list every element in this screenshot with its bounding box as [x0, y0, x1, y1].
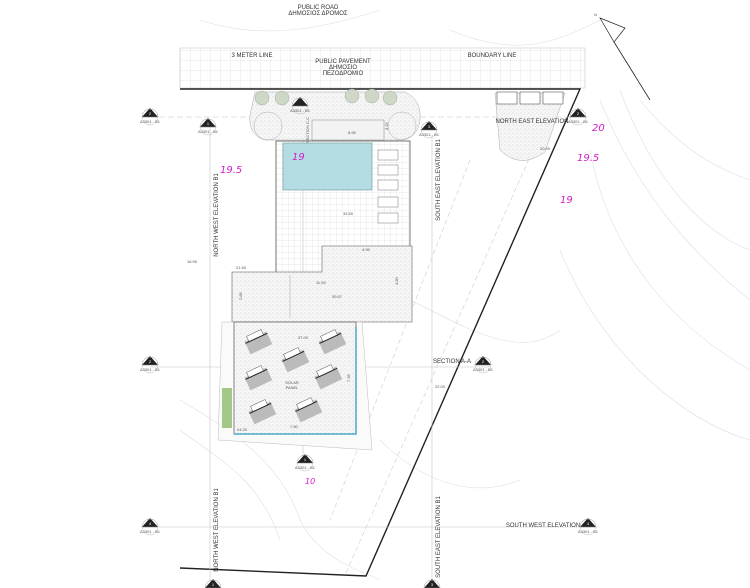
pavement-label: PUBLIC PAVEMENT [315, 59, 371, 65]
svg-text:A3301 - B1: A3301 - B1 [140, 529, 161, 534]
north-west-elevation-label-top: NORTH WEST ELEVATION B1 [214, 173, 220, 257]
svg-text:A3301 - B1: A3301 - B1 [473, 367, 494, 372]
level-mark: 20.00 [540, 146, 551, 151]
dimension: 7.50 [290, 424, 299, 429]
north-east-garden [494, 92, 566, 161]
south-east-elevation-label-bottom: SOUTH EAST ELEVATION B1 [436, 496, 442, 578]
dimension: 11.50 [316, 280, 326, 285]
svg-text:1: 1 [207, 121, 210, 126]
dimension: 7.35 [346, 373, 351, 382]
section-c-c-label: SECTION C-C [305, 117, 310, 143]
north-east-elevation-label: NORTH EAST ELEVATION [496, 119, 569, 125]
pavement-label-greek-2: ΠΕΖΟΔΡΟΜΙΟ [323, 71, 364, 77]
contour-label: 20 [592, 123, 605, 134]
level-mark: 33.50 [343, 211, 354, 216]
svg-text:3: 3 [428, 124, 431, 129]
svg-text:A3301 - B1: A3301 - B1 [578, 529, 599, 534]
dimension: 3.15 [384, 121, 389, 130]
contour-label: 19 [292, 152, 305, 163]
dimension: 8.95 [348, 130, 357, 135]
dimension: 4.80 [394, 276, 399, 285]
level-mark: 37.00 [298, 335, 309, 340]
level-mark: 24.20 [237, 427, 248, 432]
svg-text:A3301 - B1: A3301 - B1 [568, 119, 589, 124]
public-road-label: PUBLIC ROAD [298, 5, 339, 11]
svg-text:A3301 - B1: A3301 - B1 [419, 132, 440, 137]
public-pavement [179, 47, 586, 89]
contour-label: 19.5 [577, 153, 599, 164]
svg-text:4: 4 [587, 521, 590, 526]
contour-label: 10 [305, 477, 315, 486]
contour-label: 19.5 [220, 165, 242, 176]
north-label: N [594, 12, 597, 17]
section-marker[interactable]: A3301 - B1 [290, 96, 311, 115]
solar-panel-label-2: PANEL [286, 385, 300, 390]
section-a-a-label: SECTION A-A [433, 359, 471, 365]
svg-text:4: 4 [149, 521, 152, 526]
dimension: 2.85 [238, 291, 243, 300]
south-west-elevation-label: SOUTH WEST ELEVATION [506, 523, 580, 529]
public-road-label-greek: ΔΗΜΟΣΙΟΣ ΔΡΟΜΟΣ [288, 11, 347, 17]
planter [222, 388, 232, 428]
north-arrow: N [594, 12, 651, 101]
dimension: 4.95 [362, 247, 371, 252]
boundary-line-label: BOUNDARY LINE [468, 53, 517, 59]
sun-loungers [377, 149, 399, 224]
contour-label: 19 [560, 195, 573, 206]
dimension: 16.90 [187, 259, 198, 264]
boundary-line [179, 88, 582, 577]
svg-text:2: 2 [149, 111, 152, 116]
section-marker[interactable]: 3 [423, 578, 441, 588]
svg-text:A3301 - B1: A3301 - B1 [140, 119, 161, 124]
svg-text:2: 2 [149, 359, 152, 364]
svg-text:2: 2 [482, 359, 485, 364]
svg-text:A3301 - B1: A3301 - B1 [290, 108, 311, 113]
svg-text:A3301 - B1: A3301 - B1 [198, 129, 219, 134]
section-marker[interactable]: 1 [204, 578, 222, 588]
level-mark: 39.57 [332, 294, 343, 299]
pavement-label-greek-1: ΔΗΜΟΣΙΟ [329, 65, 357, 71]
solar-panels [244, 329, 347, 425]
svg-text:A3301 - B1: A3301 - B1 [295, 465, 316, 470]
solar-panel-label: SOLAR [285, 380, 299, 385]
south-east-elevation-label-top: SOUTH EAST ELEVATION B1 [436, 139, 442, 221]
level-mark: 21.50 [236, 265, 247, 270]
svg-text:1: 1 [212, 582, 215, 587]
svg-text:2: 2 [577, 111, 580, 116]
three-meter-line-label: 3 METER LINE [231, 53, 272, 59]
svg-text:A3301 - B1: A3301 - B1 [140, 367, 161, 372]
north-west-elevation-label-bottom: NORTH WEST ELEVATION B1 [214, 488, 220, 572]
swimming-pool [282, 142, 373, 191]
level-mark: 22.00 [435, 384, 446, 389]
svg-text:1: 1 [304, 457, 307, 462]
svg-text:3: 3 [431, 582, 434, 587]
